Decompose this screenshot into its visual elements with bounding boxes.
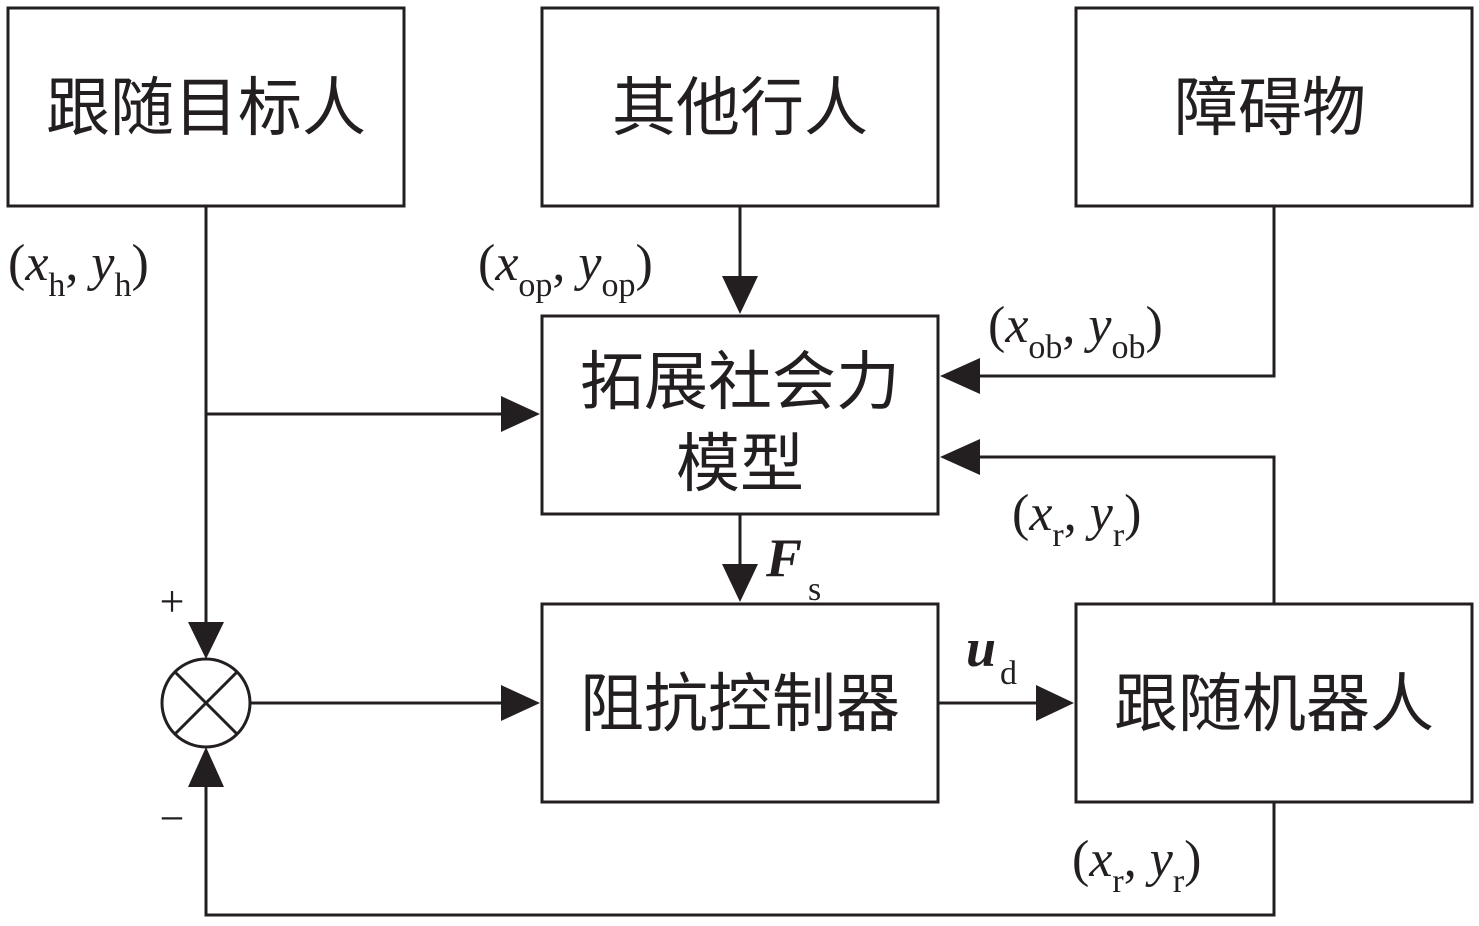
block-target-person-label: 跟随目标人 bbox=[46, 72, 366, 146]
arrowhead-target-to-model bbox=[501, 396, 540, 432]
block-social-force-model: 拓展社会力 模型 bbox=[540, 314, 940, 516]
summing-junction bbox=[160, 657, 252, 749]
line-robot-feedback-to-junction bbox=[204, 785, 1276, 917]
label-robot-position-output: (xr, yr) bbox=[1072, 831, 1202, 900]
block-other-pedestrians: 其他行人 bbox=[540, 6, 940, 208]
arrowhead-obstacles-to-model bbox=[940, 358, 980, 394]
line-robot-to-model bbox=[978, 455, 1276, 604]
arrowhead-robot-to-model bbox=[940, 439, 980, 475]
block-impedance-controller-label: 阻抗控制器 bbox=[580, 668, 900, 742]
label-social-force: Fs bbox=[765, 528, 821, 608]
block-social-force-model-label-1: 拓展社会力 bbox=[580, 346, 900, 420]
block-follower-robot-label: 跟随机器人 bbox=[1114, 668, 1434, 742]
arrowhead-junction-to-controller bbox=[501, 685, 540, 721]
label-other-position: (xop, yop) bbox=[478, 235, 653, 304]
label-robot-position-feedback: (xr, yr) bbox=[1012, 485, 1142, 554]
block-target-person: 跟随目标人 bbox=[6, 6, 406, 208]
arrowheads bbox=[188, 276, 1074, 787]
label-obstacle-position: (xob, yob) bbox=[988, 297, 1163, 366]
arrowhead-model-to-controller bbox=[722, 564, 758, 602]
line-obstacles-to-model bbox=[978, 206, 1276, 378]
arrowhead-target-to-junction bbox=[188, 622, 224, 659]
block-other-pedestrians-label: 其他行人 bbox=[612, 72, 868, 146]
connections bbox=[204, 206, 1276, 917]
arrowhead-others-to-model bbox=[722, 276, 758, 314]
summing-plus-sign: + bbox=[160, 577, 185, 626]
label-target-position: (xh, yh) bbox=[8, 235, 149, 304]
block-impedance-controller: 阻抗控制器 bbox=[540, 602, 940, 804]
arrowhead-feedback-to-junction bbox=[188, 747, 224, 787]
block-follower-robot: 跟随机器人 bbox=[1074, 602, 1474, 804]
block-obstacles: 障碍物 bbox=[1074, 6, 1474, 208]
summing-minus-sign: − bbox=[160, 794, 185, 843]
block-obstacles-label: 障碍物 bbox=[1174, 72, 1366, 146]
block-social-force-model-label-2: 模型 bbox=[676, 428, 804, 502]
arrowhead-controller-to-robot bbox=[1036, 685, 1074, 721]
